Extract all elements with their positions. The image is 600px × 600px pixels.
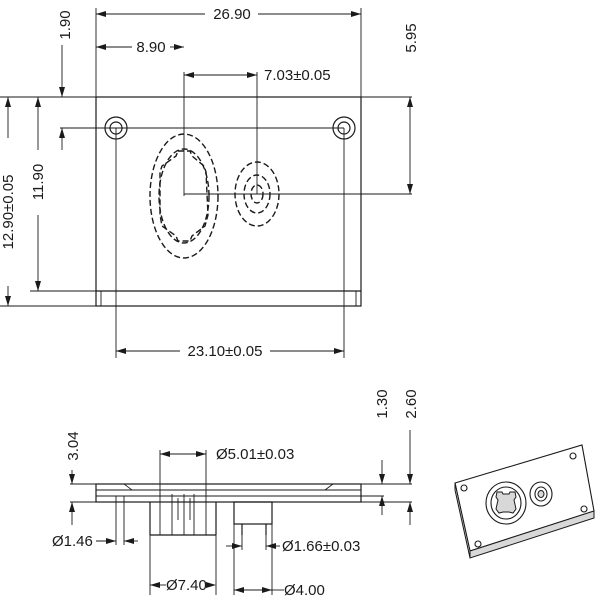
- top-view: 26.90 8.90 7.03±0.05 1.90: [0, 6, 420, 360]
- side-large-hub: [149, 492, 217, 536]
- dim-diameter-5: Ø5.01±0.03: [160, 446, 294, 463]
- dim-width-overall-label: 26.90: [213, 6, 251, 23]
- dim-hole-offset-label: 8.90: [136, 39, 165, 56]
- dim-total-height-label: 12.90±0.05: [0, 175, 17, 250]
- dim-thickness-2: 2.60: [403, 389, 420, 525]
- dim-diameter-166: Ø1.66±0.03: [226, 538, 360, 555]
- dim-inner-height-label: 11.90: [30, 164, 47, 200]
- dim-diameter-4-label: Ø4.00: [284, 582, 325, 599]
- dim-hole-offset: 8.90: [96, 39, 184, 56]
- dim-width-overall: 26.90: [96, 6, 361, 23]
- dim-hole-spacing: 7.03±0.05: [184, 67, 331, 84]
- isometric-view: [454, 444, 595, 559]
- dim-thickness-left: 3.04: [65, 431, 82, 525]
- dim-diameter-74: Ø7.40: [150, 577, 216, 594]
- dim-thickness-2-label: 2.60: [403, 389, 420, 418]
- dim-inner-height: 11.90: [30, 97, 47, 291]
- dim-thickness-left-label: 3.04: [65, 431, 82, 460]
- dim-mount-spacing: 23.10±0.05: [116, 343, 344, 360]
- dim-mount-spacing-label: 23.10±0.05: [188, 343, 263, 360]
- dim-diameter-4: Ø4.00: [234, 582, 325, 599]
- dim-diameter-74-label: Ø7.40: [166, 577, 207, 594]
- dim-thickness-1-label: 1.30: [374, 389, 391, 418]
- side-small-pin: [233, 501, 273, 535]
- dim-edge-to-hole-label: 1.90: [57, 10, 74, 39]
- side-view: Ø5.01±0.03 3.04 1.30 2.60: [52, 389, 420, 599]
- dim-diameter-146: Ø1.46: [52, 533, 138, 550]
- dim-hole-spacing-label: 7.03±0.05: [264, 67, 331, 84]
- dim-edge-to-hole: 1.90: [57, 10, 74, 150]
- iso-small-boss: [529, 481, 553, 507]
- dim-diameter-146-label: Ø1.46: [52, 533, 93, 550]
- side-plate: [95, 483, 362, 503]
- iso-large-boss: [485, 481, 527, 525]
- dim-diameter-5-label: Ø5.01±0.03: [216, 446, 294, 463]
- dim-total-height: 12.90±0.05: [0, 97, 17, 306]
- dim-right-height: 5.95: [403, 23, 420, 194]
- dim-thickness-1: 1.30: [374, 389, 391, 515]
- dim-right-height-label: 5.95: [403, 23, 420, 52]
- dim-diameter-166-label: Ø1.66±0.03: [282, 538, 360, 555]
